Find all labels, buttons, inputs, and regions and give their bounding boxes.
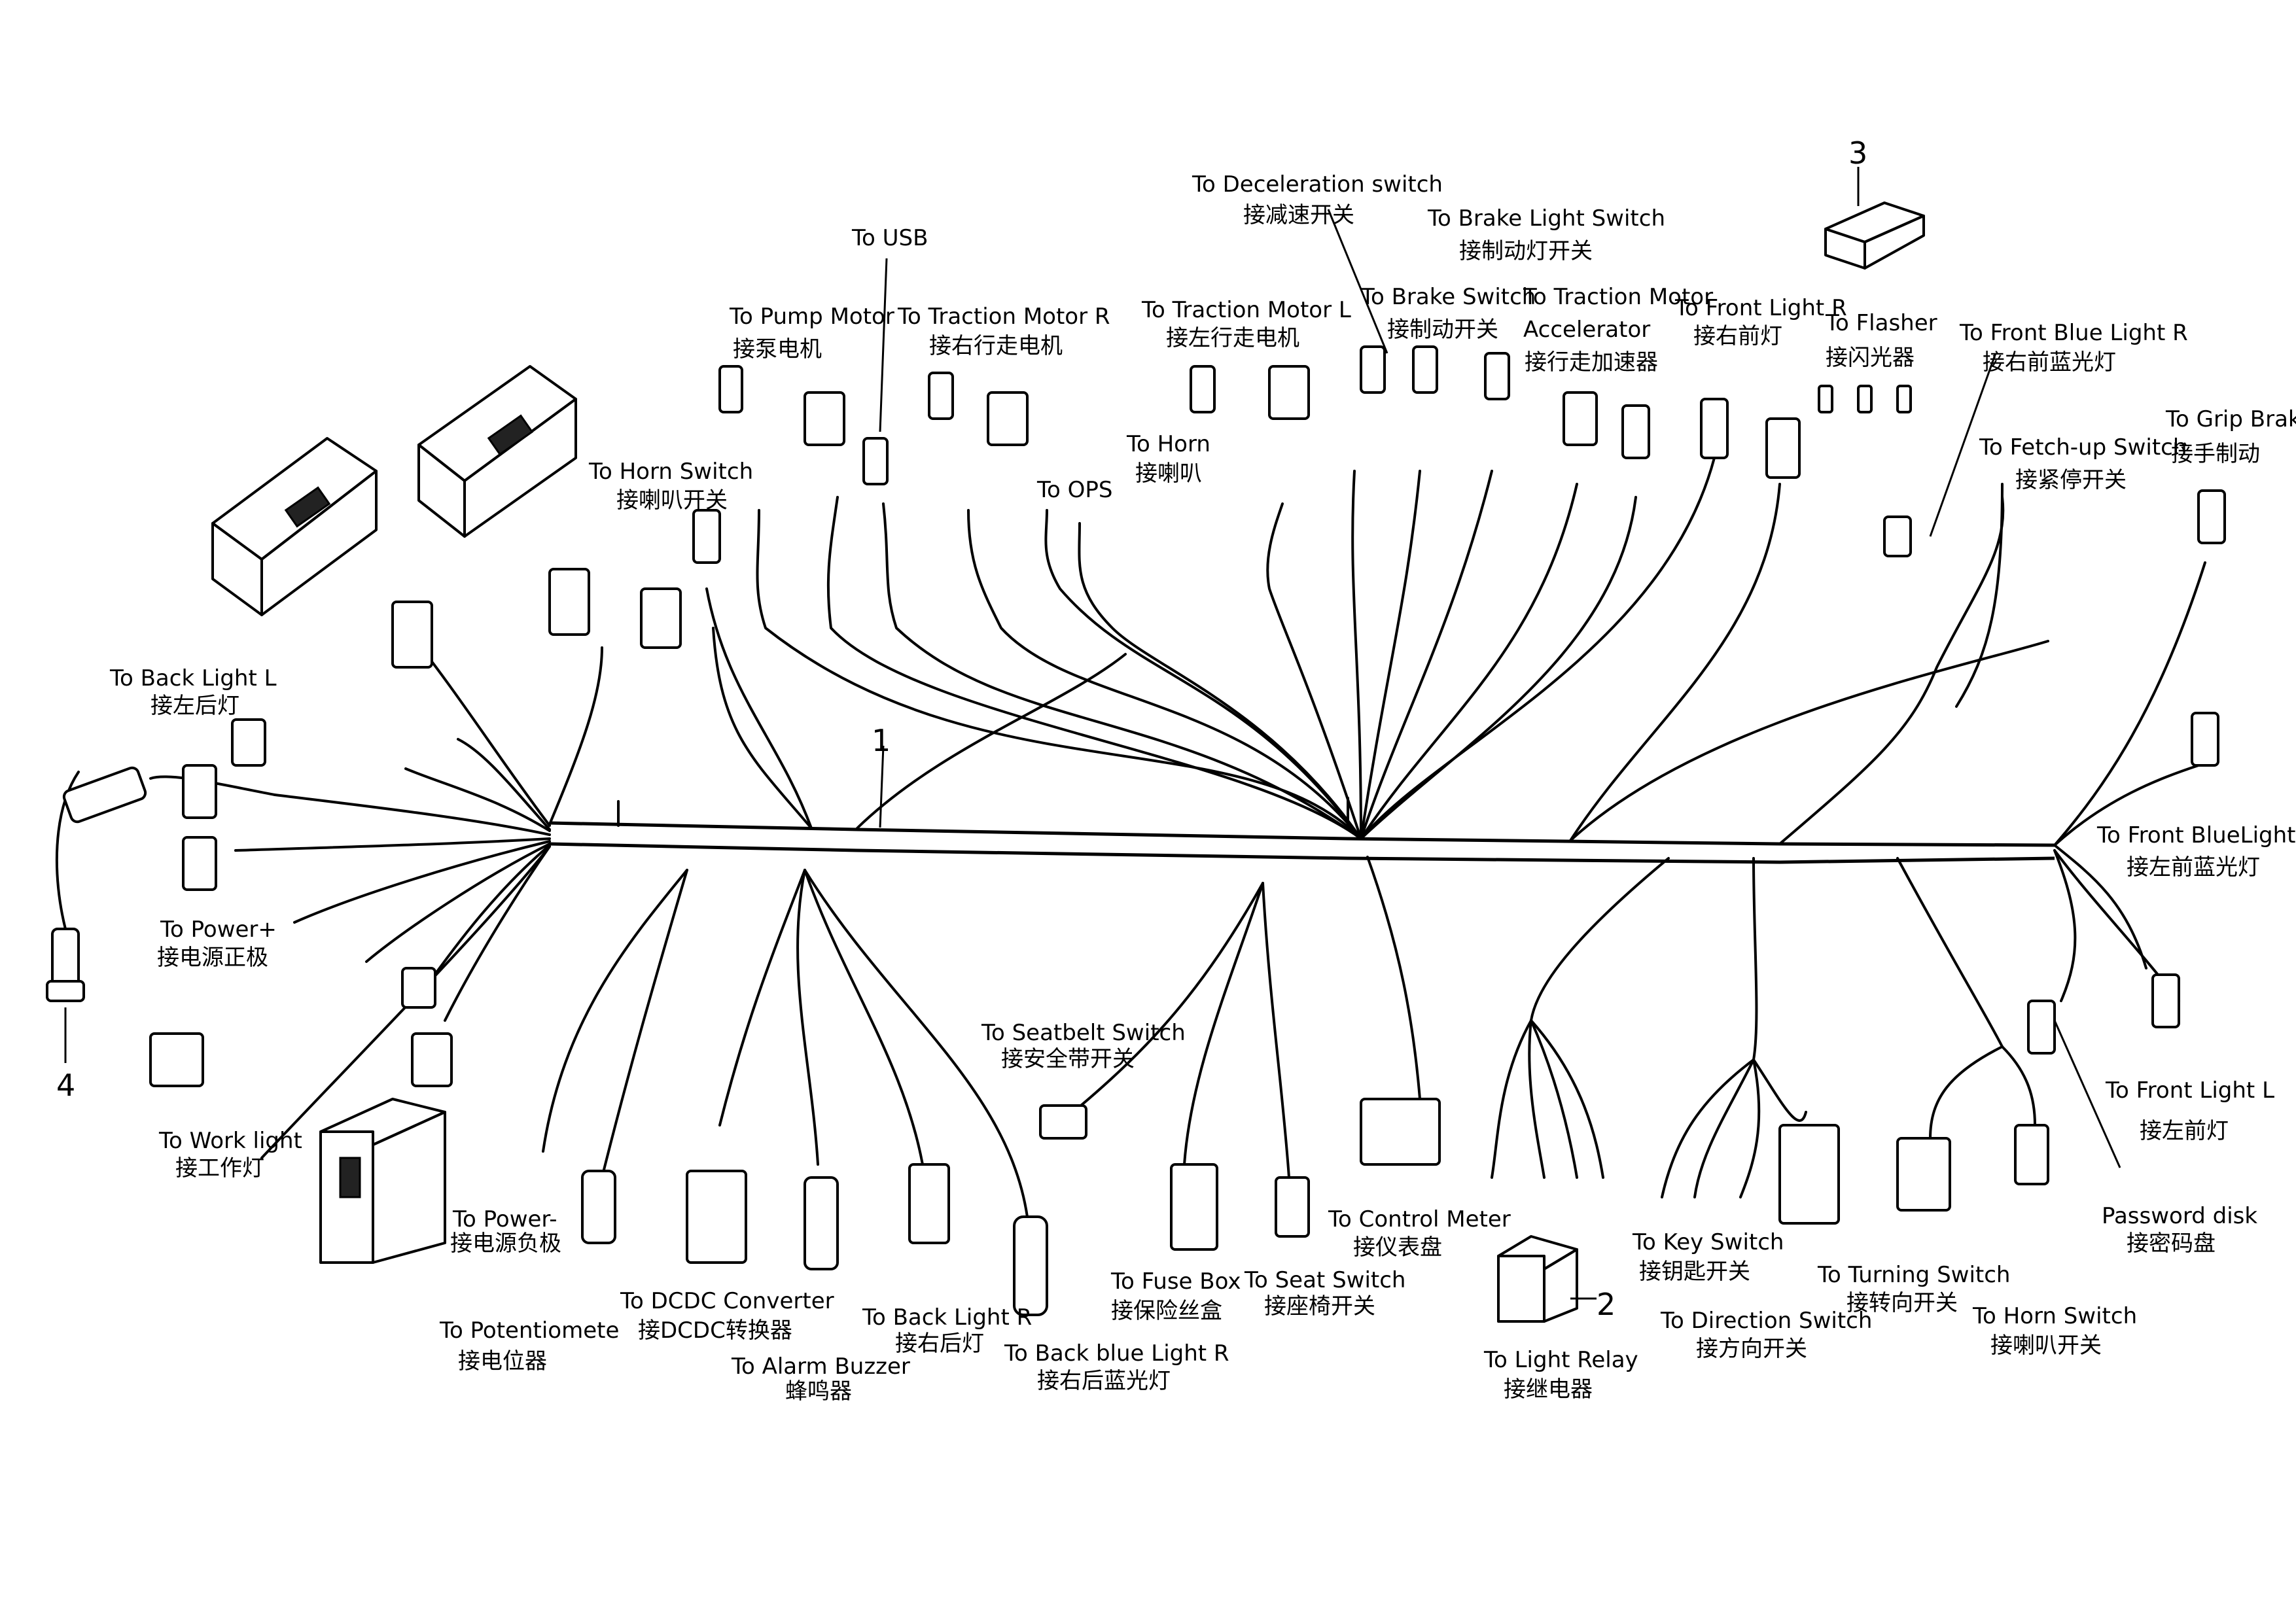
label-grip-brake-en: To Grip Brake [2165, 406, 2296, 432]
label-front-light-r-en: To Front Light R [1674, 295, 1847, 321]
label-back-blue-light-r-en: To Back blue Light R [1004, 1340, 1229, 1367]
callout-4: 4 [56, 1068, 75, 1103]
module-part-3 [1824, 201, 1925, 270]
label-back-blue-light-r-zh: 接右后蓝光灯 [1037, 1368, 1171, 1394]
label-seat-switch-en: To Seat Switch [1244, 1267, 1405, 1293]
label-power-plus-en: To Power+ [160, 916, 277, 943]
label-back-light-l-en: To Back Light L [109, 665, 277, 691]
label-dcdc-zh: 接DCDC转换器 [638, 1318, 792, 1344]
label-front-light-l-zh: 接左前灯 [2140, 1118, 2229, 1144]
label-pump-motor-en: To Pump Motor [729, 304, 894, 330]
label-brake-switch-en: To Brake Switch [1360, 284, 1536, 310]
label-turning-switch-en: To Turning Switch [1817, 1262, 2010, 1288]
label-light-relay-zh: 接继电器 [1504, 1376, 1593, 1403]
label-password-disk-zh: 接密码盘 [2127, 1230, 2216, 1257]
label-ops-en: To OPS [1036, 477, 1112, 503]
label-back-light-l-zh: 接左后灯 [150, 693, 239, 719]
label-deceleration-en: To Deceleration switch [1192, 171, 1443, 198]
label-brake-light-switch-zh: 接制动灯开关 [1459, 238, 1593, 264]
callout-numbers: 1 2 3 4 [56, 135, 1867, 1322]
relay-part-2 [1497, 1235, 1578, 1323]
label-light-relay-en: To Light Relay [1483, 1347, 1638, 1373]
label-direction-switch-zh: 接方向开关 [1696, 1336, 1807, 1362]
label-seat-switch-zh: 接座椅开关 [1264, 1293, 1375, 1319]
label-potentiomete-zh: 接电位器 [458, 1348, 547, 1374]
controller-box-right [417, 365, 577, 538]
label-front-bluelight-l-zh: 接左前蓝光灯 [2127, 854, 2260, 881]
label-back-light-r-en: To Back Light R [862, 1304, 1032, 1331]
label-traction-motor-l-en: To Traction Motor L [1141, 297, 1351, 323]
controller-box-bottom [319, 1098, 446, 1264]
label-traction-accelerator-zh: 接行走加速器 [1525, 349, 1658, 375]
label-key-switch-en: To Key Switch [1632, 1229, 1784, 1255]
label-key-switch-zh: 接钥匙开关 [1639, 1259, 1750, 1285]
label-alarm-buzzer-en: To Alarm Buzzer [731, 1353, 910, 1380]
label-horn-zh: 接喇叭 [1135, 461, 1202, 487]
callout-2: 2 [1597, 1287, 1616, 1322]
callout-1: 1 [872, 723, 891, 758]
label-flasher-zh: 接闪光器 [1826, 345, 1915, 371]
label-work-light-zh: 接工作灯 [175, 1155, 264, 1181]
labels: To USB To Pump Motor 接泵电机 To Traction Mo… [109, 171, 2296, 1405]
label-seatbelt-switch-zh: 接安全带开关 [1001, 1046, 1135, 1072]
label-horn-en: To Horn [1126, 431, 1210, 457]
label-traction-motor-r-zh: 接右行走电机 [929, 333, 1063, 359]
label-deceleration-zh: 接减速开关 [1243, 202, 1354, 228]
label-traction-accelerator-en-2: Accelerator [1523, 317, 1650, 343]
label-direction-switch-en: To Direction Switch [1660, 1308, 1872, 1334]
label-front-light-r-zh: 接右前灯 [1693, 323, 1782, 349]
label-dcdc-en: To DCDC Converter [620, 1288, 834, 1314]
label-back-light-r-zh: 接右后灯 [895, 1331, 984, 1357]
label-traction-accelerator-en-1: To Traction Motor [1523, 284, 1713, 310]
label-power-minus-zh: 接电源负极 [450, 1230, 561, 1257]
label-horn-switch-top-en: To Horn Switch [588, 459, 753, 485]
label-turning-switch-zh: 接转向开关 [1846, 1290, 1958, 1316]
label-control-meter-en: To Control Meter [1328, 1206, 1511, 1232]
label-brake-switch-zh: 接制动开关 [1387, 317, 1498, 343]
label-power-plus-zh: 接电源正极 [157, 945, 268, 971]
callout-3: 3 [1848, 135, 1867, 171]
label-front-blue-light-r-en: To Front Blue Light R [1959, 320, 2188, 346]
label-work-light-en: To Work light [158, 1128, 302, 1154]
label-front-light-l-en: To Front Light L [2105, 1077, 2274, 1104]
label-control-meter-zh: 接仪表盘 [1353, 1234, 1442, 1261]
label-front-bluelight-l-en: To Front BlueLight L [2096, 822, 2296, 848]
label-horn-switch-bottom-en: To Horn Switch [1972, 1303, 2137, 1329]
label-power-minus-en: To Power- [452, 1206, 557, 1232]
label-fetch-up-switch-zh: 接紧停开关 [2015, 467, 2127, 493]
leader-lines [64, 167, 2121, 1300]
controller-box-left [211, 437, 378, 616]
label-seatbelt-switch-en: To Seatbelt Switch [981, 1020, 1186, 1046]
label-potentiomete-en: To Potentiomete [439, 1318, 619, 1344]
label-fetch-up-switch-en: To Fetch-up Switch [1979, 434, 2187, 461]
label-grip-brake-zh: 接手制动 [2171, 441, 2260, 467]
label-usb-en: To USB [851, 225, 928, 251]
connectors [149, 345, 2226, 1316]
label-brake-light-switch-en: To Brake Light Switch [1427, 205, 1665, 232]
label-traction-motor-l-zh: 接左行走电机 [1166, 325, 1299, 351]
label-flasher-en: To Flasher [1825, 310, 1937, 336]
label-fuse-box-zh: 接保险丝盒 [1111, 1298, 1222, 1324]
label-horn-switch-bottom-zh: 接喇叭开关 [1990, 1333, 2102, 1359]
label-pump-motor-zh: 接泵电机 [733, 336, 822, 362]
label-front-blue-light-r-zh: 接右前蓝光灯 [1983, 349, 2116, 375]
label-alarm-buzzer-zh: 蜂鸣器 [785, 1378, 852, 1405]
plug-part-4 [46, 766, 147, 1002]
label-horn-switch-top-zh: 接喇叭开关 [616, 487, 728, 514]
label-password-disk-en: Password disk [2102, 1203, 2257, 1229]
label-fuse-box-en: To Fuse Box [1110, 1268, 1241, 1295]
harness-wires [55, 457, 2206, 1218]
label-traction-motor-r-en: To Traction Motor R [897, 304, 1110, 330]
